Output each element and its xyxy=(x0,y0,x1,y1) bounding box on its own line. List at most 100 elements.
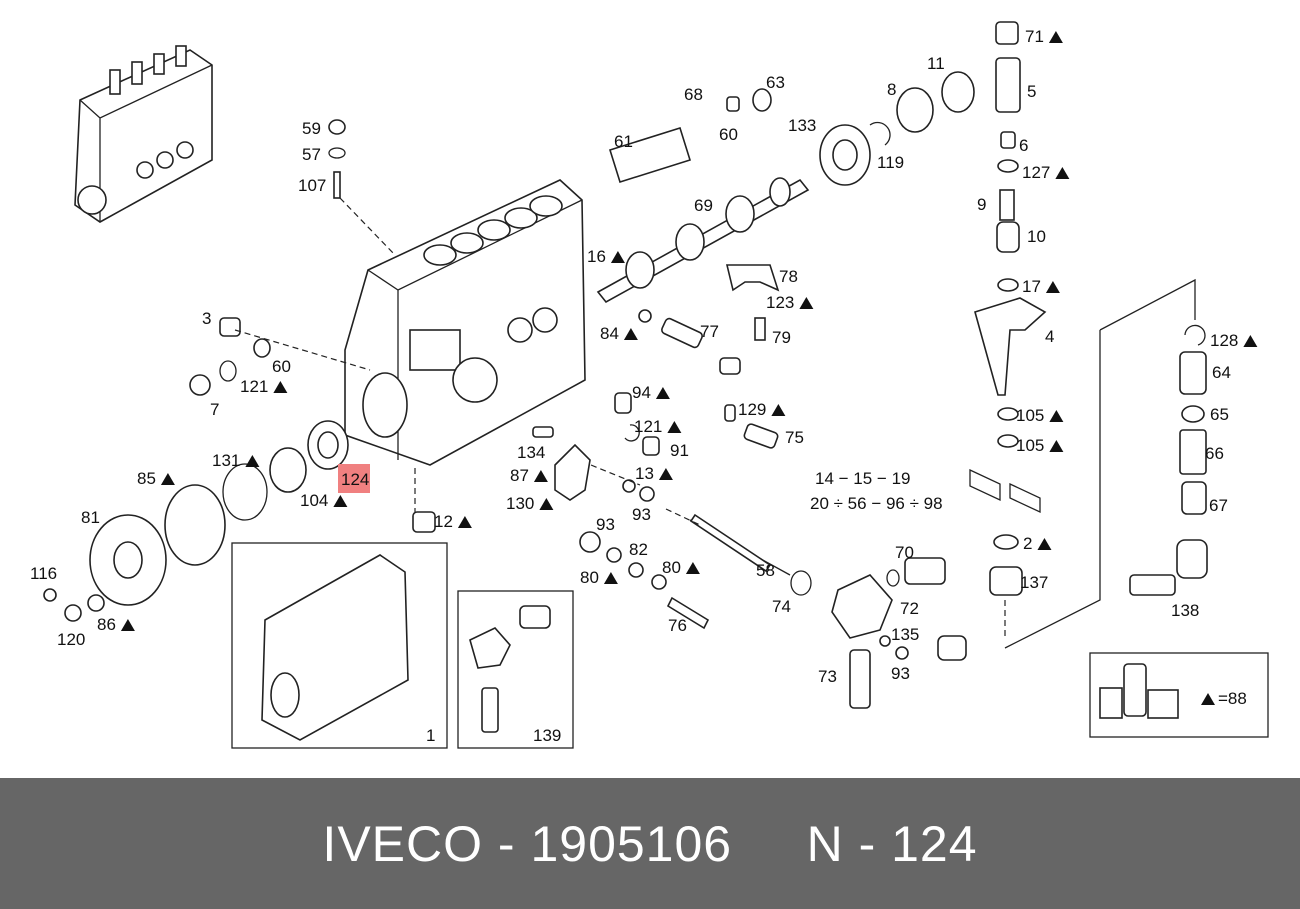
callout-label: 107 xyxy=(298,176,326,195)
callout-label: 80 xyxy=(580,568,599,587)
caption-separator: - xyxy=(483,815,531,872)
warning-triangle-icon xyxy=(273,381,288,393)
warning-triangle-icon xyxy=(120,619,135,631)
pump-overview-illustration xyxy=(74,45,213,223)
exploded-parts-diagram: 71 5 11 8 68 63 60 61 133 119 6 127 59 5… xyxy=(30,21,1269,749)
warning-triangle-icon xyxy=(1045,281,1060,293)
warning-triangle-icon xyxy=(1055,167,1070,179)
callout-label: 64 xyxy=(1212,363,1231,382)
callout-label: 120 xyxy=(57,630,85,649)
callout-label: 93 xyxy=(596,515,615,534)
callout-label: 124 xyxy=(341,470,369,489)
callout-label: 65 xyxy=(1210,405,1229,424)
callout-label: 68 xyxy=(684,85,703,104)
callout-label: 1 xyxy=(426,726,435,745)
ref-prefix: N - xyxy=(806,815,892,872)
callout-label: 135 xyxy=(891,625,919,644)
callout-label: 9 xyxy=(977,195,986,214)
callout-label: 60 xyxy=(719,125,738,144)
callout-label: 63 xyxy=(766,73,785,92)
inset-box-139 xyxy=(457,590,574,749)
warning-triangle-icon xyxy=(1037,538,1052,550)
callout-label: 86 xyxy=(97,615,116,634)
warning-triangle-icon xyxy=(623,328,638,340)
callout-label: 67 xyxy=(1209,496,1228,515)
callout-label: 77 xyxy=(700,322,719,341)
callout-label: 78 xyxy=(779,267,798,286)
callout-label: 7 xyxy=(210,400,219,419)
warning-triangle-icon xyxy=(333,495,348,507)
inset-box-88 xyxy=(1089,652,1269,738)
callout-label: 10 xyxy=(1027,227,1046,246)
callout-label: 137 xyxy=(1020,573,1048,592)
highlight-box-124 xyxy=(338,464,370,493)
callout-label: 82 xyxy=(629,540,648,559)
callout-label: 75 xyxy=(785,428,804,447)
callout-label: 85 xyxy=(137,469,156,488)
diagram-canvas: 71 5 11 8 68 63 60 61 133 119 6 127 59 5… xyxy=(30,21,1269,749)
callout-labels: 71 5 11 8 68 63 60 61 133 119 6 127 59 5… xyxy=(30,27,1247,745)
callout-label: 72 xyxy=(900,599,919,618)
callout-label: 105 xyxy=(1016,406,1044,425)
warning-triangle-icon xyxy=(610,251,625,263)
front-cover-parts xyxy=(43,119,436,622)
warning-triangle-icon xyxy=(1243,335,1258,347)
callout-label: 139 xyxy=(533,726,561,745)
callout-label: 81 xyxy=(81,508,100,527)
inset-box-1 xyxy=(231,542,448,749)
callout-label: 13 xyxy=(635,464,654,483)
callout-label: 93 xyxy=(891,664,910,683)
callout-label: 58 xyxy=(756,561,775,580)
callout-label: 16 xyxy=(587,247,606,266)
callout-label: 104 xyxy=(300,491,328,510)
warning-triangle-icon xyxy=(603,572,618,584)
callout-label: 11 xyxy=(927,54,945,73)
callout-label: 20 ÷ 56 − 96 ÷ 98 xyxy=(810,494,943,513)
warning-triangle-icon xyxy=(667,421,682,433)
part-number-caption: IVECO - 1905106 N - 124 xyxy=(322,815,977,873)
warning-triangle-icon xyxy=(655,387,670,399)
callout-label: 69 xyxy=(694,196,713,215)
warning-triangle-icon xyxy=(771,404,786,416)
brand-name: IVECO xyxy=(322,815,484,872)
warning-triangle-icon xyxy=(685,562,700,574)
callout-label: 5 xyxy=(1027,82,1036,101)
callout-label: 61 xyxy=(614,132,633,151)
callout-label: 131 xyxy=(212,451,240,470)
warning-triangle-icon xyxy=(1049,440,1064,452)
callout-label: 128 xyxy=(1210,331,1238,350)
warning-triangle-icon xyxy=(457,516,472,528)
delivery-valve-stack xyxy=(974,21,1047,596)
callout-label: 121 xyxy=(634,417,662,436)
callout-label: 119 xyxy=(877,153,904,172)
callout-label: 116 xyxy=(30,564,57,583)
warning-triangle-icon xyxy=(533,470,548,482)
callout-label: 121 xyxy=(240,377,268,396)
overflow-valve-parts xyxy=(831,468,1041,709)
warning-triangle-icon xyxy=(539,498,554,510)
callout-label: 4 xyxy=(1045,327,1054,346)
callout-label: 123 xyxy=(766,293,794,312)
callout-label: 6 xyxy=(1019,136,1028,155)
callout-label: =88 xyxy=(1218,689,1247,708)
callout-label: 134 xyxy=(517,443,545,462)
callout-label: 59 xyxy=(302,119,321,138)
warning-triangle-icon xyxy=(1201,693,1215,705)
callout-label: 138 xyxy=(1171,601,1199,620)
camshaft-illustration xyxy=(596,177,810,304)
warning-triangle-icon xyxy=(160,473,175,485)
bearing-illustration xyxy=(819,71,975,186)
ref-number: 124 xyxy=(891,815,978,872)
warning-triangle-icon xyxy=(1049,410,1064,422)
callout-label: 93 xyxy=(632,505,651,524)
caption-gap xyxy=(732,816,806,872)
plunger-stack xyxy=(1004,278,1208,649)
callout-label: 12 xyxy=(434,512,453,531)
callout-label: 105 xyxy=(1016,436,1044,455)
callout-label: 80 xyxy=(662,558,681,577)
warning-triangle-icon xyxy=(1048,31,1063,43)
callout-label: 66 xyxy=(1205,444,1224,463)
callout-label: 129 xyxy=(738,400,766,419)
footer-bar: IVECO - 1905106 N - 124 xyxy=(0,778,1300,909)
callout-label: 74 xyxy=(772,597,791,616)
